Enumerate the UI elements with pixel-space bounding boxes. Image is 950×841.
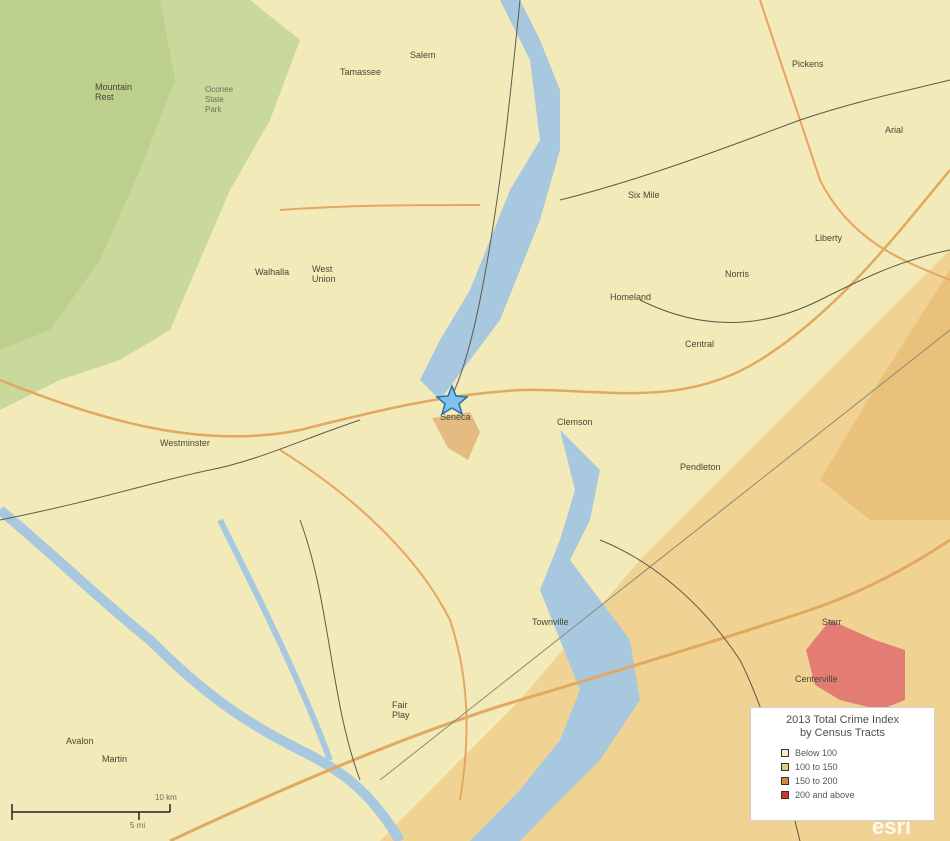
road-us123 [0,169,950,438]
legend-item-label: 150 to 200 [795,776,838,786]
lake-keowee [420,0,560,400]
place-label: Tamassee [340,67,381,77]
place-label: Starr [822,617,842,627]
legend-item: 200 and above [781,788,926,802]
esri-logo: esri [872,814,912,839]
place-label: Central [685,339,714,349]
legend-swatch [781,777,789,785]
place-label: Arial [885,125,903,135]
legend-item: 100 to 150 [781,760,926,774]
place-label: Homeland [610,292,651,302]
county-boundary-1 [0,419,361,521]
county-boundary-4 [299,519,361,781]
tract-region-darker [820,270,950,520]
legend: 2013 Total Crime Index by Census Tracts … [750,707,935,821]
place-label: Norris [725,269,749,279]
legend-swatch [781,749,789,757]
legend-item-label: Below 100 [795,748,838,758]
state-line-diagonal [379,329,950,781]
legend-swatch [781,791,789,799]
scale-km-label: 10 km [155,793,177,802]
county-boundary-2 [449,0,521,401]
place-label: Walhalla [255,267,289,277]
mountain-forest-area-2 [0,0,175,350]
river-tugaloo [217,518,333,762]
legend-title-line1: 2013 Total Crime Index [786,714,899,726]
scale-mi-label: 5 mi [130,821,145,830]
place-label: Salem [410,50,436,60]
place-label: Avalon [66,736,93,746]
lake-hartwell [470,430,640,841]
legend-item-label: 200 and above [795,790,855,800]
place-label: Seneca [440,412,471,422]
road-sc24 [279,449,468,801]
place-label: Liberty [815,233,843,243]
river-west [0,506,405,841]
place-label: Clemson [557,417,593,427]
place-label: Six Mile [628,190,660,200]
place-label: Westminster [160,438,210,448]
place-label: Centerville [795,674,838,684]
legend-item: 150 to 200 [781,774,926,788]
place-label: Pickens [792,59,824,69]
road-north [759,0,950,281]
road-sc28 [279,204,481,211]
place-label: Pendleton [680,462,721,472]
county-boundary-5 [639,249,950,323]
legend-title-line2: by Census Tracts [800,727,885,739]
road-interstate [169,538,950,841]
star-icon[interactable] [435,383,469,416]
scale-bar: 10 km 5 mi [11,793,177,830]
tract-seneca [432,412,480,460]
county-boundary-3 [559,79,950,201]
legend-swatch [781,763,789,771]
tract-region-southeast [380,250,950,841]
place-label: Townville [532,617,569,627]
place-label: Martin [102,754,127,764]
legend-item-label: 100 to 150 [795,762,838,772]
legend-item: Below 100 [781,746,926,760]
tract-high-crime [806,620,905,710]
